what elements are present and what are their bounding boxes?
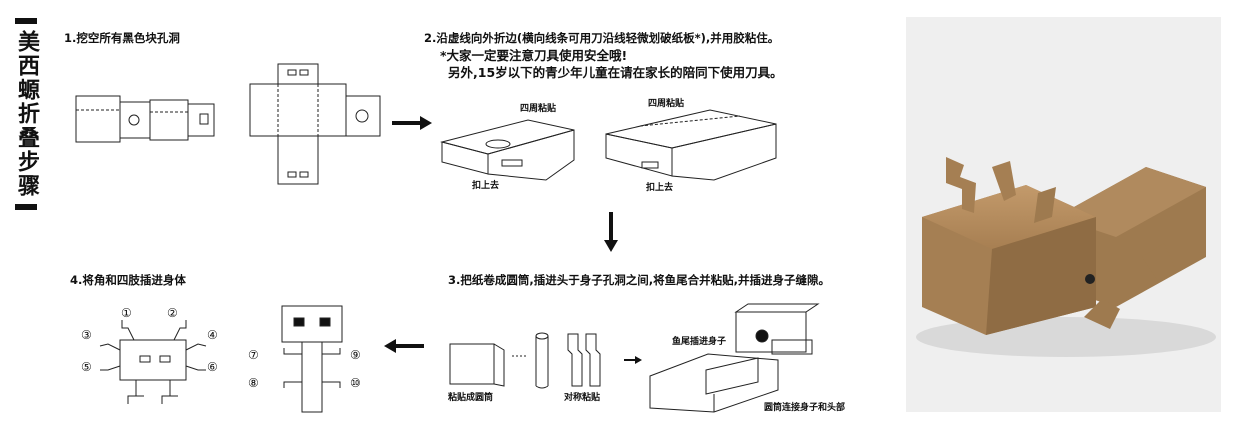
arrow-right-small-icon	[624, 356, 642, 364]
step-2-text: 2.沿虚线向外折边(横向线条可用刀沿线轻微划破纸板*),并用胶粘住。	[424, 31, 780, 45]
step-1-net-flat	[72, 88, 222, 158]
arrow-right-icon	[392, 116, 432, 130]
step-2-box-b	[600, 104, 780, 184]
step-4-text: 4.将角和四肢插进身体	[70, 273, 186, 287]
title-bar-top	[15, 18, 37, 24]
number-4: ④	[207, 328, 218, 342]
step-3-assembly	[648, 300, 826, 420]
number-7: ⑦	[248, 348, 259, 362]
label-four-corners-a: 四周粘贴	[520, 104, 557, 114]
number-3: ③	[81, 328, 92, 342]
cardboard-axolotl-illustration	[916, 157, 1216, 357]
number-6: ⑥	[207, 360, 218, 374]
step-3-tail-pieces	[562, 330, 606, 390]
step-1-text: 1.挖空所有黑色块孔洞	[64, 31, 180, 45]
title-bar-bottom	[15, 204, 37, 210]
step-1-net-unfolded	[240, 60, 390, 190]
number-9: ⑨	[350, 348, 361, 362]
step-2-warning: *大家一定要注意刀具使用安全哦!	[440, 48, 628, 63]
finished-model-photo	[906, 17, 1221, 412]
number-5: ⑤	[81, 360, 92, 374]
vertical-title: 美西螈折叠步骤	[14, 18, 39, 210]
arrow-left-icon	[384, 339, 424, 353]
label-four-corners-b: 四周粘贴	[648, 99, 685, 109]
label-tuck-a: 扣上去	[472, 181, 500, 191]
step-4-body-limbs	[262, 300, 372, 420]
step-2-box-a	[438, 112, 578, 182]
step-3-paper-sheet	[448, 340, 508, 388]
label-roll-tube: 粘贴成圆筒	[448, 393, 494, 403]
number-1: ①	[121, 306, 132, 320]
number-2: ②	[167, 306, 178, 320]
number-8: ⑧	[248, 376, 259, 390]
label-sym-paste: 对称粘贴	[564, 393, 601, 403]
step-3-text: 3.把纸卷成圆筒,插进头于身子孔洞之间,将鱼尾合并粘贴,并插进身子缝隙。	[448, 273, 830, 287]
label-tube-connect: 圆筒连接身子和头部	[764, 403, 846, 413]
step-4-head-limbs	[78, 300, 228, 420]
step-2-warning-minors: 另外,15岁以下的青少年儿童在请在家长的陪同下使用刀具。	[448, 65, 783, 80]
label-tail-insert: 鱼尾插进身子	[672, 337, 727, 347]
arrow-down-icon	[604, 212, 618, 252]
number-10: ⑩	[350, 376, 361, 390]
label-tuck-b: 扣上去	[646, 183, 674, 193]
page-title: 美西螈折叠步骤	[14, 30, 39, 198]
step-3-tube	[512, 330, 552, 390]
